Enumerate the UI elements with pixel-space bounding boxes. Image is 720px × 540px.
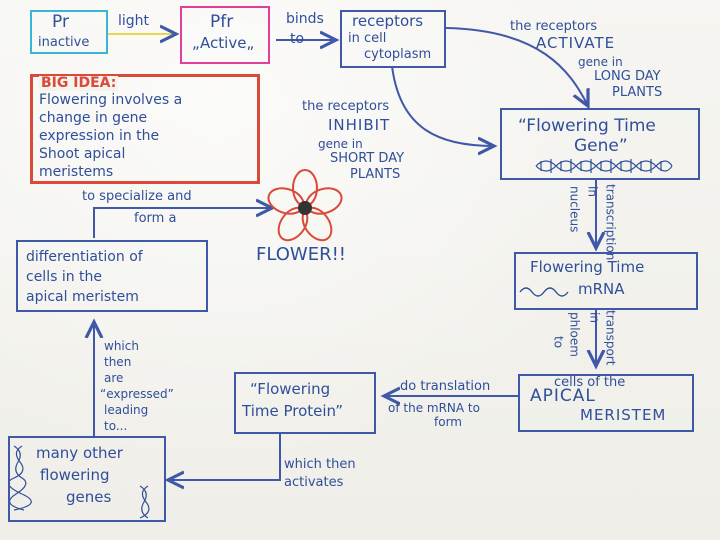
differentiation-box: differentiation of cells in the apical m…	[16, 240, 208, 312]
activates-arrow	[168, 434, 281, 480]
expressed-note-line-5: leading	[104, 403, 149, 417]
mrna-strand-icon	[519, 287, 569, 297]
dna-helix-icon	[535, 159, 673, 173]
many-other-flowering-genes-box: many other flowering genes	[8, 436, 166, 522]
pfr-label: Pfr	[210, 12, 234, 32]
transcription-nucleus-label: nucleus	[567, 186, 582, 233]
transport-label: transport	[603, 310, 618, 366]
pr-label: Pr	[52, 12, 69, 32]
flowering-time-mrna-box: Flowering Time mRNA	[514, 252, 698, 310]
inhibit-note-line-2: INHIBIT	[328, 116, 391, 134]
inhibit-note-line-4: SHORT DAY	[330, 151, 405, 166]
protein-box-line-2: Time Protein”	[242, 402, 344, 420]
big-idea-line-5: meristems	[39, 164, 114, 180]
receptors-line-1: receptors	[352, 12, 424, 30]
transcription-label: transcription	[603, 184, 618, 261]
activate-note-line-3: gene in	[578, 55, 623, 69]
binds-to-label: to	[290, 31, 305, 47]
genes-line-3: genes	[66, 488, 112, 506]
pfr-active-box: Pfr „Active„	[180, 6, 270, 64]
meristem-line-3: MERISTEM	[580, 406, 667, 424]
transport-in-label: in	[587, 312, 602, 323]
expressed-note-line-1: which	[104, 339, 139, 353]
gene-box-line-2: Gene”	[574, 136, 628, 156]
translation-note-line-2: of the mRNA to	[388, 401, 480, 415]
protein-box-line-1: “Flowering	[250, 380, 331, 398]
pr-inactive-label: inactive	[38, 35, 90, 50]
inhibit-arrow	[391, 65, 494, 146]
big-idea-title: BIG IDEA:	[39, 75, 119, 91]
specialize-note-line-2: form a	[134, 211, 177, 226]
pr-inactive-box: Pr inactive	[30, 10, 108, 54]
activate-note-line-4: LONG DAY	[594, 69, 661, 84]
meristem-line-1: cells of the	[554, 375, 626, 390]
activates-note-line-2: activates	[284, 475, 344, 490]
receptors-box: receptors in cell cytoplasm	[340, 10, 446, 68]
gene-box-line-1: “Flowering Time	[518, 116, 656, 136]
apical-meristem-box: cells of the APICAL MERISTEM	[518, 374, 694, 432]
activate-note-line-2: ACTIVATE	[536, 34, 616, 52]
activate-arrow	[445, 27, 588, 106]
receptors-line-2: in cell	[348, 31, 387, 46]
receptors-line-3: cytoplasm	[364, 47, 432, 62]
mrna-box-line-1: Flowering Time	[530, 258, 645, 276]
activates-note-line-1: which then	[284, 457, 356, 472]
specialize-arrow	[93, 208, 272, 238]
inhibit-note-line-1: the receptors	[302, 99, 390, 114]
binds-label: binds	[286, 11, 324, 27]
big-idea-line-1: Flowering involves a	[39, 92, 183, 108]
activate-note-line-1: the receptors	[510, 19, 598, 34]
light-label: light	[118, 13, 150, 29]
expressed-note-line-6: to...	[104, 419, 128, 433]
transcription-in-label: in	[585, 186, 600, 197]
specialize-note-line-1: to specialize and	[82, 189, 192, 204]
pfr-active-label: „Active„	[192, 34, 255, 52]
differentiation-line-3: apical meristem	[26, 289, 139, 305]
differentiation-line-1: differentiation of	[26, 249, 143, 265]
genes-line-2: flowering	[40, 466, 110, 484]
dna-genes-icon	[7, 445, 150, 519]
activate-note-line-5: PLANTS	[612, 85, 663, 100]
genes-line-1: many other	[36, 444, 123, 462]
flowering-time-gene-box: “Flowering Time Gene”	[500, 108, 700, 180]
big-idea-line-2: change in gene	[39, 110, 148, 126]
meristem-line-2: APICAL	[530, 386, 596, 406]
flower-icon	[267, 169, 343, 242]
flower-label: FLOWER!!	[256, 244, 347, 265]
flowering-time-protein-box: “Flowering Time Protein”	[234, 372, 376, 434]
transport-phloem-label: phloem	[567, 312, 582, 357]
differentiation-line-2: cells in the	[26, 269, 103, 285]
big-idea-line-4: Shoot apical	[39, 146, 126, 162]
inhibit-note-line-5: PLANTS	[350, 167, 401, 182]
transport-to-label: to	[551, 336, 566, 349]
inhibit-note-line-3: gene in	[318, 137, 363, 151]
mrna-box-line-2: mRNA	[578, 280, 625, 298]
translation-note-line-3: form	[434, 415, 462, 429]
big-idea-line-3: expression in the	[39, 128, 160, 144]
big-idea-box: BIG IDEA: Flowering involves a change in…	[30, 74, 260, 184]
expressed-note-line-2: then	[104, 355, 132, 369]
expressed-note-line-3: are	[104, 371, 124, 385]
translation-note-line-1: do translation	[400, 379, 491, 394]
expressed-note-line-4: “expressed”	[100, 387, 174, 401]
